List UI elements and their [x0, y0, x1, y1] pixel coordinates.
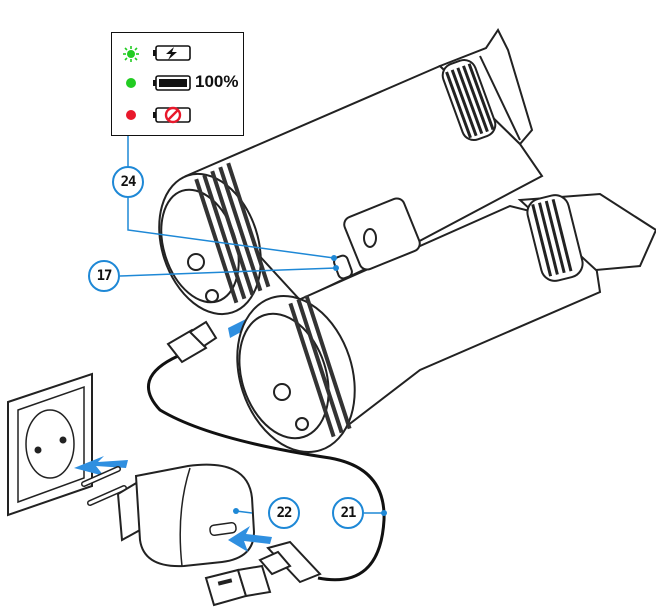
led-red-icon	[126, 110, 136, 120]
binocular-device	[158, 28, 656, 454]
legend-row-charging	[112, 41, 245, 67]
charge-indicator-legend: 100%	[111, 32, 244, 136]
callout-22: 22	[268, 497, 300, 529]
legend-row-error	[112, 103, 245, 129]
led-blinking-icon	[123, 46, 139, 62]
wall-socket	[7, 372, 93, 517]
charge-percent: 100%	[195, 72, 239, 91]
battery-error-icon	[153, 106, 191, 124]
led-green-icon	[126, 78, 136, 88]
usb-a-plug	[204, 564, 272, 607]
callout-21: 21	[332, 497, 364, 529]
battery-full-icon	[153, 75, 191, 91]
usb-c-device-plug	[166, 320, 218, 364]
upper-focus-ring	[445, 63, 495, 139]
plug-in-arrow	[74, 456, 128, 476]
battery-charging-icon	[153, 45, 191, 61]
power-adapter	[81, 463, 256, 568]
callout-17: 17	[88, 260, 120, 292]
lower-focus-ring	[531, 198, 573, 277]
usb-cable	[146, 354, 386, 582]
usb-c-plug	[258, 540, 322, 584]
legend-row-charged: 100%	[112, 71, 245, 97]
callout-24: 24	[112, 166, 144, 198]
usb-plug-arrow	[228, 526, 272, 552]
lower-objective-ring	[288, 294, 352, 438]
